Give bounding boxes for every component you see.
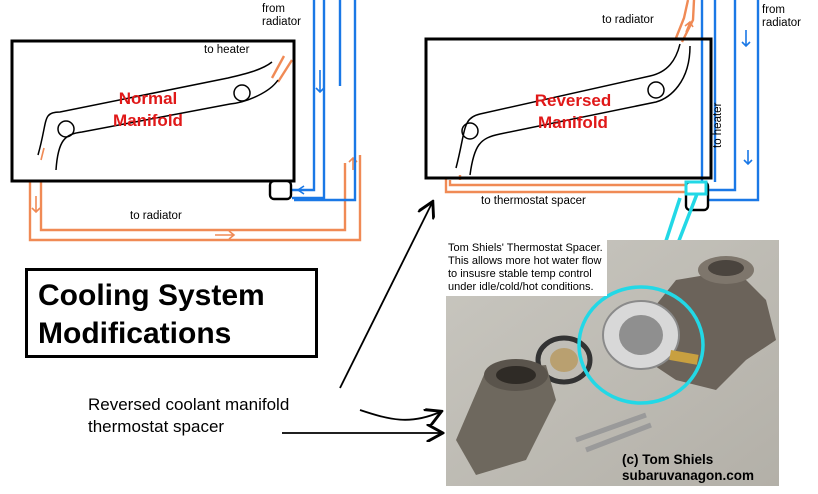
photo-note: Tom Shiels' Thermostat Spacer. This allo… <box>446 240 607 296</box>
pointer-arrows <box>282 203 441 433</box>
normal-manifold-diagram <box>10 0 362 242</box>
right-to-heater-label: to heater <box>712 102 724 148</box>
thermostat-spacer-photo: Tom Shiels' Thermostat Spacer. This allo… <box>446 240 779 486</box>
title-line-2: Modifications <box>38 317 232 350</box>
left-to-heater-label: to heater <box>204 44 250 56</box>
left-to-radiator-label: to radiator <box>130 210 182 222</box>
right-to-radiator-label: to radiator <box>602 14 654 26</box>
photo-credit: (c) Tom Shiels subaruvanagon.com <box>622 452 755 483</box>
title-line-1: Cooling System <box>38 279 265 312</box>
title-box: Cooling System Modifications <box>25 268 318 358</box>
right-to-thermostat-spacer-label: to thermostat spacer <box>481 195 586 207</box>
reversed-manifold-diagram <box>424 0 760 212</box>
